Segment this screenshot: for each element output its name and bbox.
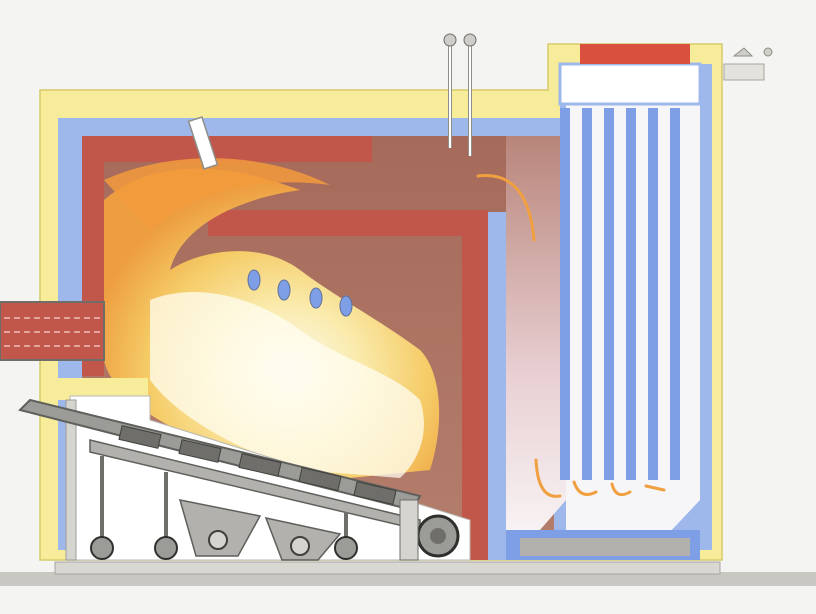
tube [626,108,636,480]
air-nozzle [310,288,322,308]
top-header [560,44,700,104]
tube [582,108,592,480]
tube [670,108,680,480]
roller [155,537,177,559]
roller [335,537,357,559]
air-nozzle [278,280,290,300]
tube [648,108,658,480]
air-nozzle [248,270,260,290]
tube [604,108,614,480]
tube [560,108,570,480]
fuel-feed-auger [0,302,104,360]
roller [91,537,113,559]
baffle-water-wall [488,212,506,560]
air-nozzle [340,296,352,316]
floor [0,562,816,586]
ash-tray [520,538,690,556]
